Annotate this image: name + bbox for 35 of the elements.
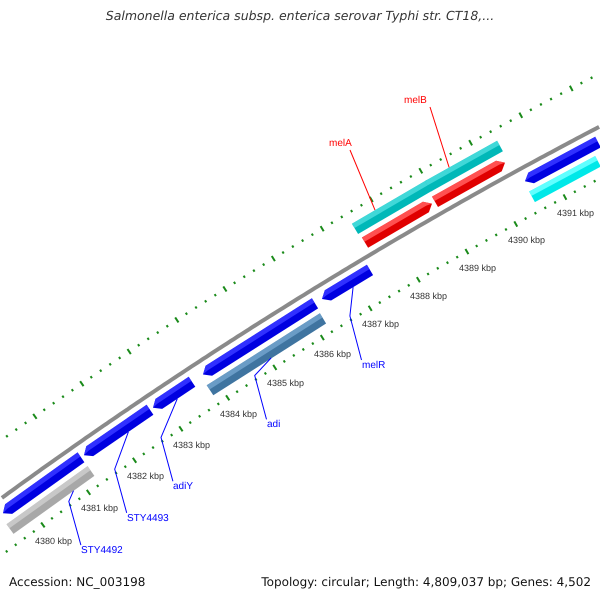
- leader-line: [114, 431, 129, 514]
- gene-label: STY4492: [81, 545, 123, 557]
- scale-label: 4383 kbp: [173, 440, 210, 450]
- leader-line: [349, 286, 362, 360]
- scale-label: 4380 kbp: [35, 536, 72, 546]
- gene-label: melB: [404, 95, 427, 107]
- gene-label: adiY: [173, 481, 194, 493]
- gene-label: STY4493: [127, 513, 169, 525]
- scale-label: 4387 kbp: [362, 319, 400, 329]
- gene-label: adi: [267, 419, 280, 431]
- scale-label: 4384 kbp: [220, 409, 258, 419]
- leader-line: [430, 106, 450, 168]
- scale-label: 4390 kbp: [508, 235, 546, 245]
- title: Salmonella enterica subsp. enterica serovar Typhi str. CT18,...: [104, 8, 496, 23]
- gene-feature: [432, 160, 505, 207]
- gene-label: melA: [329, 138, 352, 150]
- leader-line: [160, 398, 178, 482]
- scale-label: 4382 kbp: [127, 471, 164, 481]
- leader-line: [254, 357, 272, 420]
- gene-label: melR: [362, 360, 386, 372]
- scale-label: 4381 kbp: [81, 503, 118, 513]
- gene-feature: [362, 202, 432, 248]
- gene-feature: [153, 376, 196, 409]
- scale-label: 4389 kbp: [459, 263, 496, 273]
- gene-feature: [529, 156, 600, 202]
- leader-line: [350, 150, 376, 211]
- scale-label: 4386 kbp: [314, 349, 352, 359]
- scale-label: 4385 kbp: [267, 378, 304, 388]
- gene-feature: [84, 404, 154, 456]
- gene-feature: [322, 264, 374, 300]
- scale-label: 4391 kbp: [557, 208, 594, 218]
- accession-text: Accession: NC_003198: [9, 575, 146, 589]
- scale-label: 4388 kbp: [410, 291, 448, 301]
- leader-line: [68, 490, 82, 546]
- summary-text: Topology: circular; Length: 4,809,037 bp; Genes: 4,502: [261, 575, 591, 589]
